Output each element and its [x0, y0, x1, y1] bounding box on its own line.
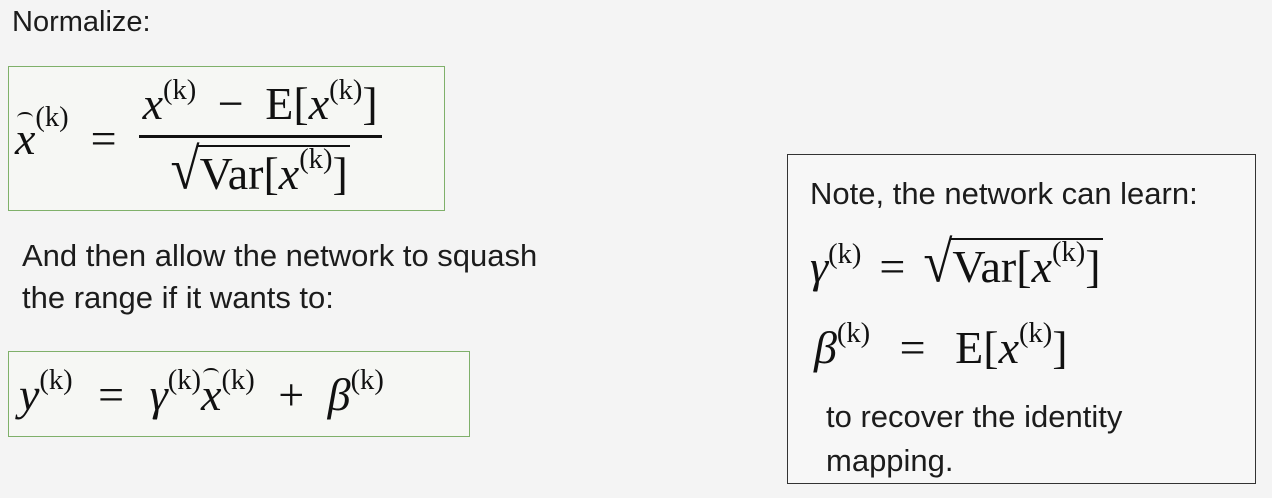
squash-text-line2: the range if it wants to:	[22, 280, 334, 315]
equals-sign: =	[90, 113, 117, 164]
normalize-formula: x(k) = x(k) − E[x(k)] √ Var[x(k)]	[15, 74, 382, 202]
note-title: Note, the network can learn:	[810, 176, 1198, 211]
note-box: Note, the network can learn: γ(k) = √ Va…	[787, 154, 1256, 484]
square-root: √ Var[x(k)]	[923, 231, 1103, 295]
fraction-bar	[138, 135, 382, 138]
scale-shift-formula-box: y(k) = γ(k)x(k) + β(k)	[8, 351, 470, 437]
denominator: √ Var[x(k)]	[170, 137, 350, 202]
normalize-label: Normalize:	[12, 6, 151, 38]
recover-text-line1: to recover the identity	[826, 399, 1123, 434]
square-root: √ Var[x(k)]	[170, 137, 350, 202]
scale-shift-formula: y(k) = γ(k)x(k) + β(k)	[19, 365, 384, 420]
x-hat: x	[15, 112, 36, 164]
gamma-formula: γ(k) = √ Var[x(k)]	[810, 231, 1103, 295]
squash-text-line1: And then allow the network to squash	[22, 238, 538, 273]
beta-formula: β(k) = E[x(k)]	[814, 318, 1068, 373]
numerator: x(k) − E[x(k)]	[142, 74, 378, 130]
fraction: x(k) − E[x(k)] √ Var[x(k)]	[138, 74, 382, 202]
recover-text-line2: mapping.	[826, 443, 954, 478]
normalize-formula-box: x(k) = x(k) − E[x(k)] √ Var[x(k)]	[8, 66, 445, 211]
